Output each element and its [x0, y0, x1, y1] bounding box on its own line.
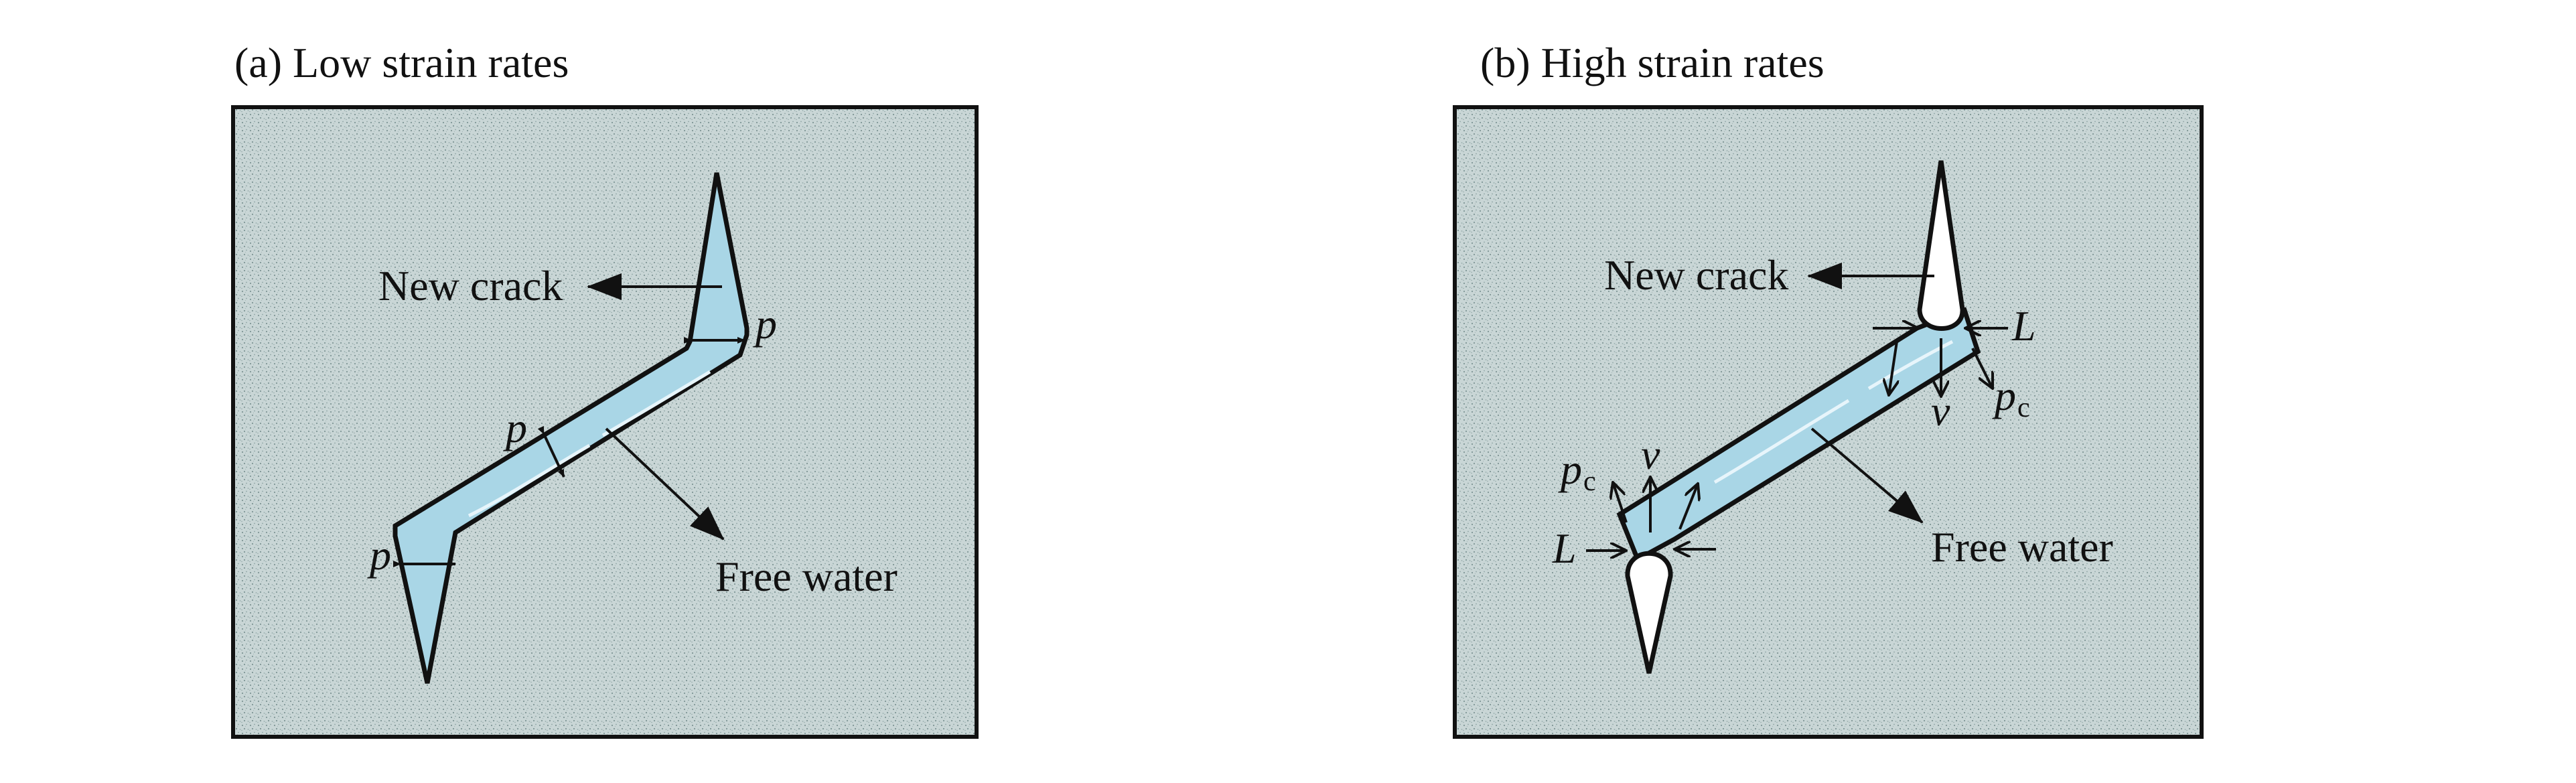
length-label-upper: L: [2011, 302, 2036, 350]
free-water-label: Free water: [715, 553, 898, 600]
water-ripples: [468, 370, 711, 518]
free-water-pointer: [605, 427, 725, 541]
panel-a-title: (a) Low strain rates: [234, 39, 569, 86]
panel-low-strain: (a) Low strain rates p p p New crack Fre…: [231, 39, 979, 739]
capillary-pressure-arrow-lower: [1613, 482, 1628, 523]
wall-arrow-lower: [1678, 484, 1698, 530]
capillary-pressure-arrow-upper: [1971, 348, 1993, 388]
pressure-label-top: p: [753, 300, 777, 348]
new-crack-label: New crack: [1604, 251, 1788, 299]
water-filled-crack: [392, 172, 749, 684]
free-water-pointer: [1810, 427, 1924, 524]
length-label-lower: L: [1552, 524, 1577, 572]
pressure-arrow-middle: [537, 425, 565, 478]
panel-b-title: (b) High strain rates: [1480, 39, 1824, 86]
empty-crack-tip-upper: [1917, 160, 1965, 331]
capillary-pressure-label-lower: pc: [1558, 445, 1596, 497]
velocity-label-lower: v: [1641, 431, 1660, 478]
pressure-label-bottom: p: [367, 531, 391, 579]
new-crack-label: New crack: [378, 262, 563, 309]
velocity-label-upper: v: [1931, 387, 1950, 435]
water-ripples: [1713, 340, 1954, 484]
empty-crack-tip-lower: [1625, 551, 1673, 674]
pressure-label-middle: p: [503, 404, 527, 451]
panel-high-strain: (b) High strain rates L L v v pc pc N: [1453, 39, 2204, 739]
capillary-pressure-label-upper: pc: [1992, 372, 2030, 423]
wall-arrow-upper: [1889, 341, 1897, 395]
free-water-label: Free water: [1931, 523, 2113, 571]
